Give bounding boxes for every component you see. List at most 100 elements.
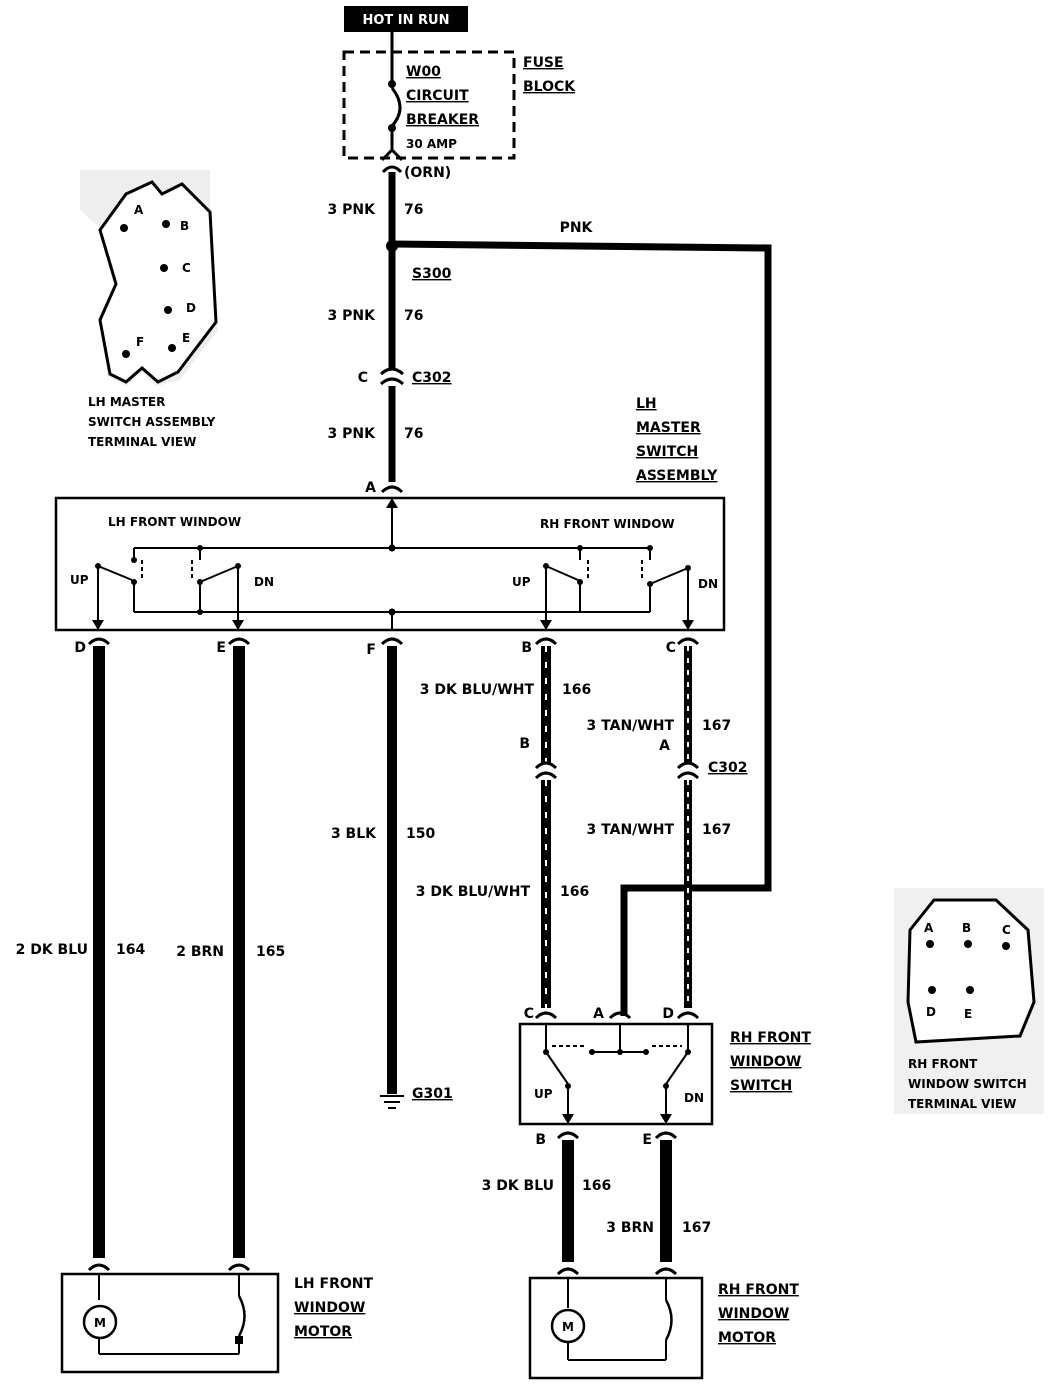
rh-term-pin-b: B [962,921,971,935]
fuse-connector [381,165,403,174]
wire-pnk-circuit-1: 76 [404,202,423,218]
wire-dk-blu-rh-circuit: 166 [582,1178,611,1194]
rh-switch-title-3: SWITCH [730,1078,792,1094]
lh-motor-title-2: WINDOW [294,1300,365,1316]
lh-master-title-1: LH [636,396,657,412]
lh-master-title-4: ASSEMBLY [636,468,718,484]
rh-motor-title-2: WINDOW [718,1306,789,1322]
wire-pnk-circuit-3: 76 [404,426,423,442]
wire-tan-wht-label-1: 3 TAN/WHT [587,718,675,734]
c302-pin-a: A [659,738,670,754]
wire-dk-blu-lh-size: 2 DK BLU [16,942,88,958]
connector-c302-label-right: C302 [708,760,748,776]
rh-switch-contacts [543,1024,691,1124]
rh-front-window-motor-box [528,1276,704,1380]
lh-front-window-motor-box [60,1272,280,1374]
rh-term-pin-a: A [924,921,934,935]
rh-switch-pin-e: E [642,1132,652,1148]
lh-motor-breaker-icon [237,1295,246,1337]
wire-pnk-size-2: 3 PNK [328,308,377,324]
breaker-terminal-top [388,80,396,88]
rh-up-label-master: UP [512,575,531,589]
fuse-block-label-2: BLOCK [523,79,576,95]
rh-terminal-view: A B C D E RH FRONT WINDOW SWITCH TERMINA… [894,888,1044,1114]
rh-switch-pin-d: D [662,1006,674,1022]
wire-tan-wht-num-1: 167 [702,718,731,734]
wire-blk-size: 3 BLK [331,826,377,842]
lh-motor-circuit [82,1274,246,1355]
breaker-label-3: BREAKER [406,112,479,128]
rh-window-switch-contacts-master [540,545,694,630]
master-pin-d: D [74,640,86,656]
hot-in-run-label: HOT IN RUN [362,13,449,28]
ground-g301-label: G301 [412,1086,453,1102]
wire-dk-blu-lh-circuit: 164 [116,942,145,958]
rh-term-pin-e: E [964,1007,972,1021]
lh-master-switch-box [54,496,726,632]
wire-dk-blu-rh-size: 3 DK BLU [482,1178,554,1194]
ground-g301-icon [380,1095,404,1109]
lh-term-caption-1: LH MASTER [88,395,165,409]
lh-motor-m: M [94,1316,106,1330]
lh-up-label: UP [70,573,89,587]
hot-in-run-badge [344,6,468,32]
fuse-block-label-1: FUSE [523,55,564,71]
breaker-label-2: CIRCUIT [406,88,469,104]
rh-motor-m: M [562,1320,574,1334]
rh-switch-up-label: UP [534,1087,553,1101]
breaker-rating: 30 AMP [406,137,457,151]
rh-switch-title-2: WINDOW [730,1054,801,1070]
master-pin-e: E [216,640,226,656]
wire-pnk-size-3: 3 PNK [328,426,377,442]
lh-dn-label: DN [254,575,274,589]
connector-c302-top-lower [379,377,405,386]
master-pin-c: C [666,640,676,656]
breaker-label-1: W00 [406,64,441,80]
rh-switch-title-1: RH FRONT [730,1030,811,1046]
rh-dn-label-master: DN [698,577,718,591]
rh-motor-breaker-icon [664,1299,673,1341]
c302-pin-b: B [519,736,530,752]
connector-c302-top-upper [379,367,405,376]
rh-motor-title-3: MOTOR [718,1330,776,1346]
rh-motor-circuit [550,1278,673,1361]
wire-dk-blu-wht-label-2: 3 DK BLU/WHT [416,884,531,900]
rh-front-window-label: RH FRONT WINDOW [540,517,675,531]
wire-pnk-size-1: 3 PNK [328,202,377,218]
wire-dk-blu-wht-label-1: 3 DK BLU/WHT [420,682,535,698]
lh-term-pin-b: B [180,219,189,233]
fuse-output-terminal [380,147,404,162]
lh-term-caption-2: SWITCH ASSEMBLY [88,415,216,429]
lh-master-title-2: MASTER [636,420,701,436]
splice-s300-label: S300 [412,266,452,282]
lh-term-pin-a: A [134,203,144,217]
breaker-terminal-bottom [388,124,396,132]
lh-term-caption-3: TERMINAL VIEW [88,435,196,449]
lh-term-pin-d: D [186,301,196,315]
wire-brn-rh-circuit: 167 [682,1220,711,1236]
master-pin-a-label: A [365,480,376,496]
wire-pnk-branch [391,240,772,1016]
lh-master-title-3: SWITCH [636,444,698,460]
lh-terminal-view: A B C D E F LH MASTER SWITCH ASSEMBLY TE… [80,170,218,449]
rh-switch-pin-a: A [593,1006,604,1022]
wire-brn-lh-size: 2 BRN [176,944,224,960]
lh-front-window-label: LH FRONT WINDOW [108,515,241,529]
rh-switch-dn-label: DN [684,1091,704,1105]
wire-tan-wht-num-2: 167 [702,822,731,838]
fuse-block [342,50,516,160]
wire-tan-wht-label-2: 3 TAN/WHT [587,822,675,838]
wire-dk-blu-wht-num-1: 166 [562,682,591,698]
wire-pnk-branch-label: PNK [560,220,594,236]
lh-motor-title-3: MOTOR [294,1324,352,1340]
rh-terminal-outline [906,898,1036,1044]
lh-terminal-outline [98,180,218,384]
rh-term-caption-3: TERMINAL VIEW [908,1097,1016,1111]
wire-pnk-circuit-2: 76 [404,308,423,324]
lh-motor-title-1: LH FRONT [294,1276,373,1292]
lh-window-switch-contacts [92,545,244,630]
rh-front-window-switch-box [518,1022,714,1126]
rh-motor-title-1: RH FRONT [718,1282,799,1298]
